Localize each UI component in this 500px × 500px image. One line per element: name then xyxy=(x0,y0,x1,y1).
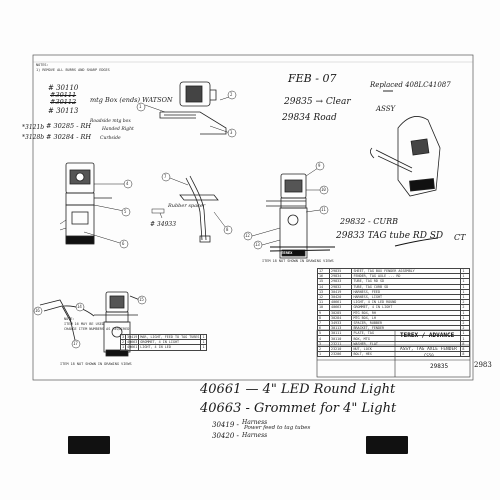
lower-detail xyxy=(39,291,141,357)
callout-number: 13 xyxy=(255,242,260,247)
handwritten-30419-desc: Power feed to tag tubes xyxy=(244,425,311,431)
title-text: ASSY, TAG AXLE FENDER xyxy=(400,347,457,352)
handwritten-3121-desc2: Handed Right xyxy=(102,127,134,132)
handwritten-grommet: 40663 - Grommet for 4" Light xyxy=(200,401,397,416)
callout-number: 2 xyxy=(230,92,233,97)
table-cell: 1 xyxy=(200,344,207,351)
callout-number: 15 xyxy=(139,297,144,302)
handwritten-30111: #30111 xyxy=(50,91,77,99)
tag-plate-left xyxy=(65,162,112,245)
callout-number: 3 xyxy=(230,130,233,135)
handwritten-3128-desc: Curbside xyxy=(100,136,121,141)
mtg-box-top xyxy=(159,81,227,135)
title-part-no: 29835 xyxy=(430,363,449,370)
item-note-lower1: NOTE: xyxy=(64,317,75,321)
handwritten-29832: 29832 - CURB xyxy=(340,217,399,226)
scan-mark-right xyxy=(366,436,408,454)
callout-number: 7 xyxy=(164,174,167,179)
tag-plate-right xyxy=(266,173,308,259)
handwritten-30110: # 30110 xyxy=(48,84,79,92)
callout-number: 16 xyxy=(35,308,40,313)
callout-number: 10 xyxy=(321,187,326,192)
handwritten-assy-a: 29835 → Clear xyxy=(284,97,351,107)
handwritten-29833: 29833 TAG tube RD SD xyxy=(336,231,444,241)
item-note-lower4: ITEM 18 NOT SHOWN IN DRAWING VIEWS xyxy=(60,362,132,366)
callout-number: 4 xyxy=(126,181,129,186)
handwritten-30420-harness: Harness xyxy=(242,432,268,439)
handwritten-date: FEB - 07 xyxy=(288,72,337,85)
handwritten-34933: # 34933 xyxy=(150,221,177,228)
callout-number: 12 xyxy=(245,233,250,238)
table-cell: 40663 xyxy=(125,339,140,346)
title-text-2: CS50 xyxy=(424,353,434,358)
tag-label: TEREX xyxy=(281,250,293,255)
sheet-border xyxy=(32,54,474,381)
handwritten-30419: 30419 - xyxy=(212,421,239,429)
callout-number: 14 xyxy=(77,304,82,309)
handwritten-30419-harness: Harness xyxy=(242,419,268,426)
handwritten-30420: 30420 - xyxy=(212,432,239,440)
table-cell: 30419 xyxy=(125,333,140,341)
handwritten-ct: CT xyxy=(454,233,466,242)
notes-header: NOTES: xyxy=(36,63,49,67)
table-cell: LIGHT, 4 IN LED xyxy=(138,344,202,351)
table-cell: BOLT, HEX xyxy=(351,350,462,358)
table-cell: 1 xyxy=(316,350,331,358)
tube-side-view xyxy=(179,175,219,243)
handwritten-assy-b: 29834 Road xyxy=(282,113,337,123)
handwritten-30112: #30112 xyxy=(50,98,77,106)
handwritten-mtg-box: mtg Box (ends) WATSON xyxy=(90,96,173,104)
table-cell: 8 xyxy=(460,350,470,358)
handwritten-3128-part: # 30284 - RH xyxy=(46,133,92,141)
handwritten-led-light: 40661 — 4" LED Round Light xyxy=(200,382,396,397)
callout-number: 1 xyxy=(139,104,142,109)
table-cell: 40661 xyxy=(125,344,140,351)
title-company: TEREX / ADVANCE xyxy=(400,332,455,339)
callout-number: 17 xyxy=(73,341,78,346)
scan-mark-left xyxy=(68,436,110,454)
notes-line: 1) REMOVE ALL BURRS AND SHARP EDGES xyxy=(36,68,110,72)
handwritten-rubber-spacer: Rubber spacer xyxy=(168,203,206,209)
item-note-lower2: ITEM 16 MAY BE USED xyxy=(64,322,105,326)
callout-number: 6 xyxy=(122,241,125,246)
handwritten-3128: *3128b xyxy=(22,134,45,141)
callout-number: 11 xyxy=(321,207,326,212)
callout-number: 5 xyxy=(124,209,127,214)
handwritten-assy-word: ASSY xyxy=(376,105,396,113)
callout-number: 9 xyxy=(318,163,321,168)
table-cell: MAR, LIGHT, FEED TO TAG TUBES xyxy=(138,333,202,341)
item-note-lower3: CHANGE ITEM NUMBERS AS REQUIRED xyxy=(64,327,130,331)
table-cell: 23206 xyxy=(329,350,353,358)
handwritten-replaced: Replaced 408LC41087 xyxy=(370,81,451,89)
handwritten-3121: *3121b xyxy=(22,124,45,131)
item-note-upper: ITEM 18 NOT SHOWN IN DRAWING VIEWS xyxy=(262,259,334,263)
handwritten-30113: # 30113 xyxy=(48,107,79,115)
handwritten-3121-part: # 30285 - RH xyxy=(46,122,92,130)
side-number: 2983 xyxy=(474,361,492,369)
handwritten-3121-desc: Roadside mtg box xyxy=(90,119,131,124)
fender-iso-view xyxy=(370,116,441,197)
callout-number: 8 xyxy=(226,227,229,232)
